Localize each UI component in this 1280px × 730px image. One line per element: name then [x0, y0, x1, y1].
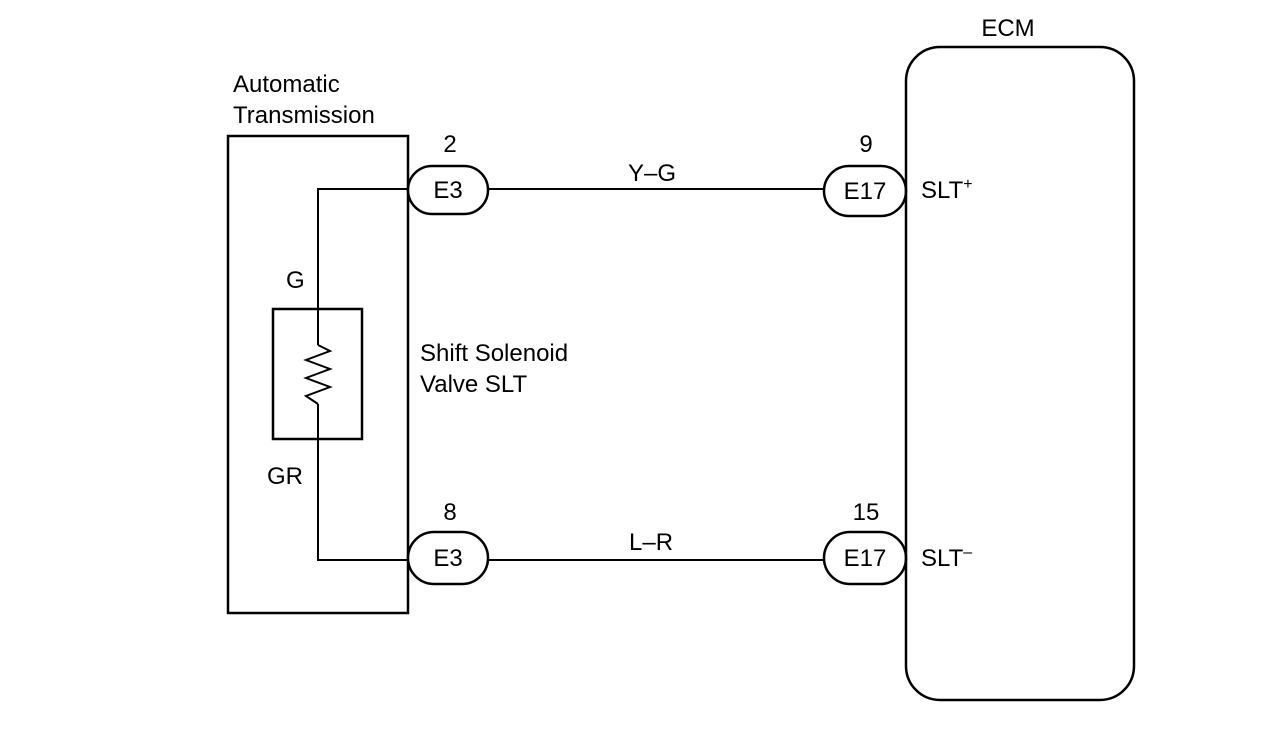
solenoid-wire-bottom [317, 404, 410, 561]
connector-e3-bottom [406, 530, 490, 586]
harness-color-top: Y–G [628, 160, 676, 187]
ecm-title: ECM [981, 15, 1034, 42]
ecm-terminal-slt-plus-sign: + [963, 176, 972, 193]
connector-e3-bottom-pin: 8 [443, 499, 456, 526]
ecm-box [904, 45, 1136, 702]
solenoid-box [271, 307, 364, 441]
connector-e17-top-pin: 9 [859, 131, 872, 158]
connector-e17-bottom-label: E17 [844, 545, 887, 572]
connector-e17-top-label: E17 [844, 178, 887, 205]
solenoid-label-line1: Shift Solenoid [420, 340, 568, 367]
wire-color-g: G [286, 267, 305, 294]
solenoid-wire-top [317, 188, 410, 345]
connector-e3-bottom-label: E3 [433, 545, 462, 572]
ecm-terminal-slt-minus-base: SLT [921, 545, 964, 572]
wire-color-gr: GR [267, 463, 303, 490]
transmission-title-line1: Automatic [233, 71, 340, 98]
transmission-title-line2: Transmission [233, 102, 375, 129]
solenoid-coil-icon [303, 344, 333, 405]
ecm-terminal-slt-minus-sign: – [963, 544, 972, 561]
ecm-terminal-slt-plus: SLT+ [921, 176, 973, 204]
connector-e3-top-pin: 2 [443, 131, 456, 158]
ecm-terminal-slt-minus: SLT– [921, 544, 972, 572]
connector-e3-top [406, 164, 490, 216]
solenoid-label-line2: Valve SLT [420, 371, 527, 398]
connector-e17-bottom-pin: 15 [853, 499, 880, 526]
transmission-box [226, 134, 410, 615]
connector-e3-top-label: E3 [433, 177, 462, 204]
ecm-terminal-slt-plus-base: SLT [921, 177, 964, 204]
harness-color-bottom: L–R [629, 529, 673, 556]
